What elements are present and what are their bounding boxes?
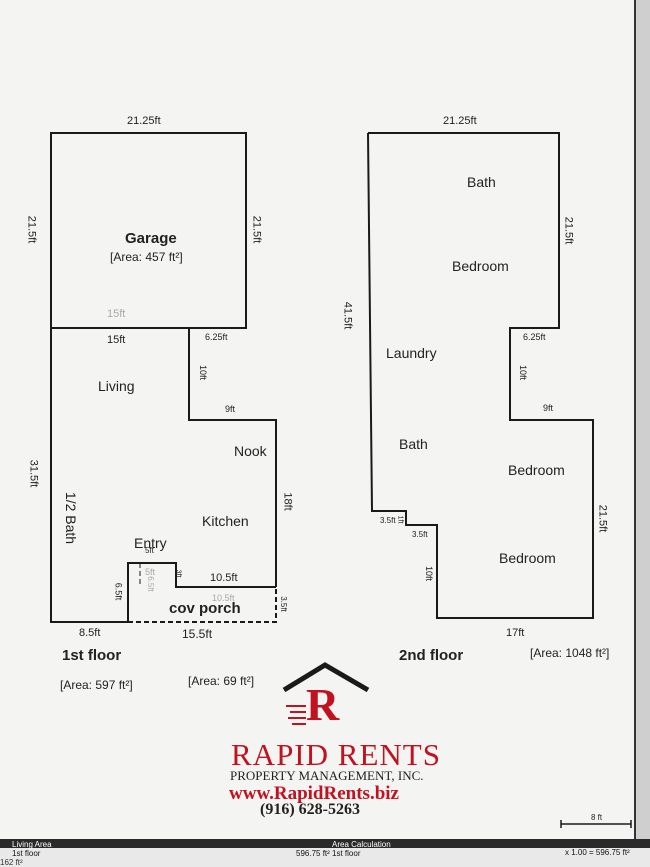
dim-floor2-top: 21.25ft (443, 115, 477, 127)
room-half-bath: 1/2 Bath (63, 491, 80, 545)
floor2-outline (367, 132, 594, 619)
porch-area: [Area: 69 ft²] (188, 674, 255, 688)
dim-floor2-left: 41.5ft (341, 301, 354, 330)
floor1-area: [Area: 597 ft²] (60, 678, 133, 692)
floor2-title: 2nd floor (399, 647, 464, 664)
floor1-outline-left (50, 328, 128, 623)
room-nook: Nook (234, 443, 267, 459)
dim-floor1-bottom: 15.5ft (182, 627, 213, 641)
dim-step-bottom: 9ft (225, 404, 236, 414)
logo-letter: R (306, 679, 340, 730)
table-cell-calc: 596.75 ft² 1st floor (296, 849, 361, 858)
dim-step-vert: 10ft (198, 364, 209, 381)
rapid-rents-logo (282, 662, 370, 725)
dim-floor1-left: 31.5ft (27, 459, 40, 488)
logo-company: RAPID RENTS (231, 737, 441, 772)
room-bedroom-bottom: Bedroom (499, 550, 556, 566)
dim-porch-faint: 10.5ft (212, 593, 235, 603)
area-calculation-table: Living Area Area Calculation 1st floor 5… (0, 839, 650, 867)
floor1-title: 1st floor (62, 647, 122, 664)
dim-bottom-left: 8.5ft (79, 627, 101, 639)
dim-entry-small: 3ft (174, 569, 182, 578)
dim-floor2-bottom: 17ft (506, 627, 525, 639)
dim-entry-faint-top: 5ft (145, 567, 156, 577)
dim-garage-top: 21.25ft (127, 115, 161, 127)
table-head-living-area: Living Area (12, 840, 52, 849)
logo-subtitle: PROPERTY MANAGEMENT, INC. (230, 768, 424, 783)
room-cov-porch: cov porch (169, 600, 241, 617)
dim-floor2-right-bottom: 21.5ft (596, 504, 609, 533)
garage-label: Garage (125, 230, 177, 247)
dim-step-top: 6.25ft (205, 332, 228, 342)
dim-floor2-step-vert: 10ft (518, 364, 529, 381)
dim-notch-bottom: 3.5ft (412, 530, 428, 539)
table-row: 1st floor 596.75 ft² 1st floor x 1.00 = … (0, 848, 650, 858)
table-header: Living Area Area Calculation (0, 839, 650, 849)
room-laundry: Laundry (386, 345, 437, 361)
entry-outline (127, 562, 276, 622)
room-kitchen: Kitchen (202, 513, 249, 529)
dim-notch-small2: 1ft (396, 515, 404, 524)
porch-outline (128, 587, 277, 623)
dim-floor1-top: 15ft (107, 334, 126, 346)
room-bedroom-mid: Bedroom (508, 462, 565, 478)
room-bath-top: Bath (467, 174, 496, 190)
dim-floor2-right-top: 21.5ft (562, 216, 575, 245)
garage-outline (50, 132, 247, 329)
table-head-area-calc: Area Calculation (332, 840, 391, 849)
dim-floor1-right: 18ft (281, 492, 294, 511)
room-bath: Bath (399, 436, 428, 452)
dim-entry-left: 6.5ft (113, 582, 124, 601)
dim-floor2-step-bottom: 9ft (543, 403, 554, 413)
dim-entry-faint: 6.5ft (145, 576, 155, 592)
table-row: 162 ft² (0, 858, 650, 867)
page-edge (636, 0, 650, 867)
dim-porch-side: 3.5ft (278, 596, 288, 612)
dim-notch-vert: 10ft (424, 565, 435, 582)
floor1-outline-right (188, 328, 277, 587)
garage-area: [Area: 457 ft²] (110, 250, 183, 264)
dim-floor2-step-top: 6.25ft (523, 332, 546, 342)
dim-garage-right: 21.5ft (250, 215, 263, 244)
table-cell-floor: 1st floor (12, 849, 41, 858)
table-cell-total: x 1.00 = 596.75 ft² (565, 848, 630, 857)
logo-website[interactable]: www.RapidRents.biz (229, 783, 399, 804)
table-cell-total-2: 162 ft² (0, 858, 23, 867)
speed-lines-icon (286, 705, 306, 725)
scale-label: 8 ft (591, 813, 603, 822)
room-living: Living (98, 378, 135, 394)
dim-garage-left: 21.5ft (25, 215, 38, 244)
logo-phone: (916) 628-5263 (260, 801, 360, 818)
room-bedroom-top: Bedroom (452, 258, 509, 274)
dim-garage-bottom: 15ft (107, 308, 126, 320)
roof-icon (282, 662, 370, 693)
dim-notch-small: 3.5ft (380, 516, 396, 525)
floor-plan-sheet (0, 0, 636, 867)
dim-entry-top: 5ft (145, 546, 154, 555)
room-entry: Entry (134, 535, 167, 551)
dim-kitchen-bottom: 10.5ft (210, 572, 238, 584)
floor2-area: [Area: 1048 ft²] (530, 646, 610, 660)
